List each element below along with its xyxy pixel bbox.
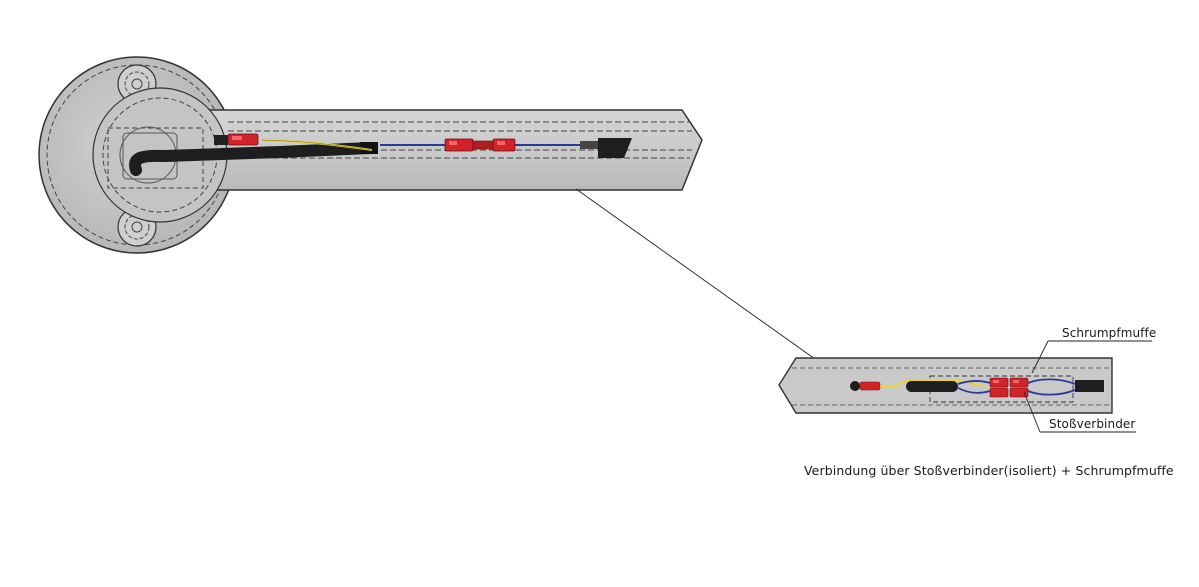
detail-ring-terminal	[850, 381, 881, 391]
callout-stossverbinder	[1023, 391, 1136, 433]
detail-blue-wire-upper	[957, 378, 1076, 385]
label-schrumpfmuffe: Schrumpfmuffe	[1062, 326, 1157, 340]
ring-terminal-left	[214, 133, 259, 146]
detail-butt-connectors	[989, 377, 1029, 398]
butt-connector-main	[444, 138, 516, 152]
detail-leader-line	[575, 188, 816, 360]
label-stossverbinder: Stoßverbinder	[1049, 417, 1136, 431]
caption-text: Verbindung über Stoßverbinder(isoliert) …	[804, 463, 1174, 478]
black-cable	[129, 142, 376, 176]
callout-schrumpfmuffe	[1031, 340, 1152, 374]
detail-yellow-wire	[880, 380, 986, 387]
end-connector	[580, 138, 632, 158]
cable-sleeve	[360, 142, 378, 154]
detail-blue-wire-lower	[957, 387, 1076, 396]
detail-view	[778, 340, 1152, 433]
door-handle-main-view	[38, 56, 703, 254]
detail-black-cable	[906, 381, 958, 392]
detail-black-cable-exit	[1075, 380, 1104, 392]
